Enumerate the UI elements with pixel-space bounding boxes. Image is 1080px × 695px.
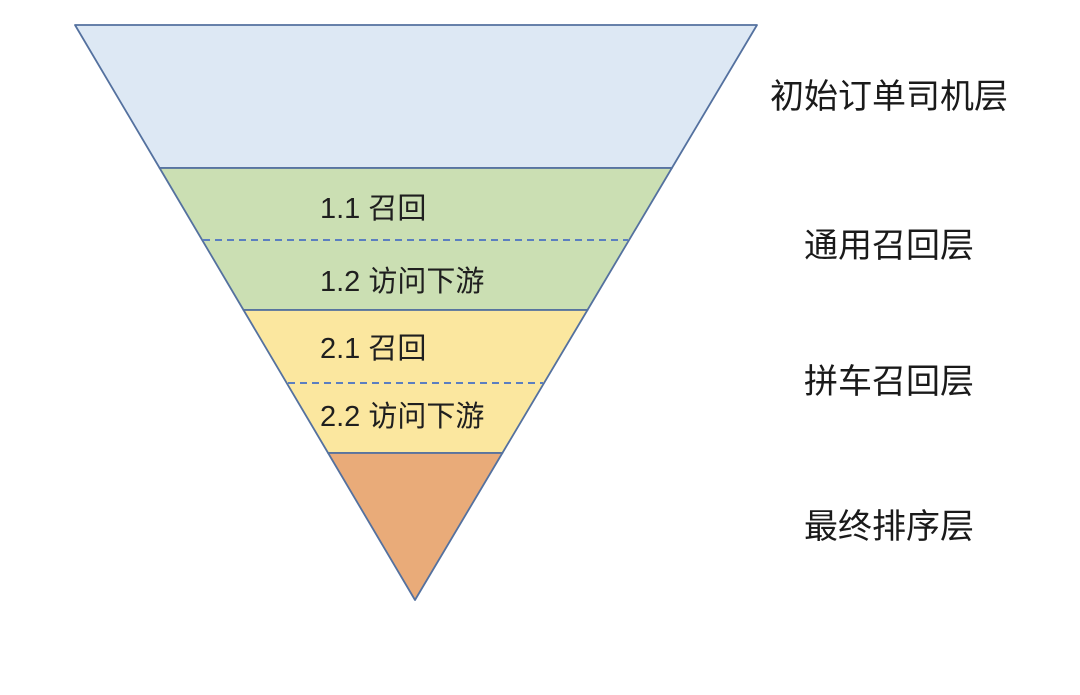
layer-label-final-ranking: 最终排序层 xyxy=(804,508,974,546)
layer-final-ranking xyxy=(327,452,504,601)
sublabel-2-2-visit-downstream: 2.2 访问下游 xyxy=(320,400,484,433)
layer-label-carpool-recall: 拼车召回层 xyxy=(804,363,974,401)
layer-initial-driver-pool xyxy=(74,24,758,169)
layer-label-general-recall: 通用召回层 xyxy=(804,227,974,265)
sublabel-1-1-recall: 1.1 召回 xyxy=(320,193,426,225)
sublabel-2-1-recall: 2.1 召回 xyxy=(320,333,426,365)
layer-label-initial-driver-pool: 初始订单司机层 xyxy=(770,78,1008,116)
sublabel-1-2-visit-downstream: 1.2 访问下游 xyxy=(320,265,484,298)
